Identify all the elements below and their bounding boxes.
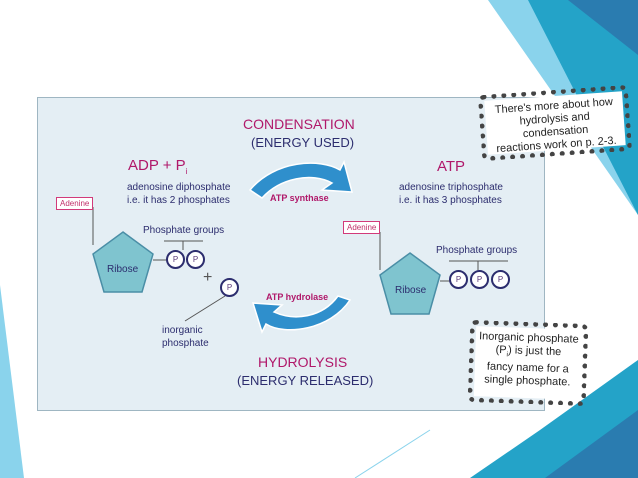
note-bottom-line1: Inorganic phosphate [478, 330, 579, 346]
hydrolysis-title: HYDROLYSIS [258, 354, 348, 370]
atp-phosphate-1: P [449, 270, 468, 289]
condensation-arrow [248, 159, 353, 199]
inorganic-phosphate-circle: P [220, 278, 239, 297]
note-bottom-line2b: ) is just the [507, 344, 562, 359]
adp-description-line1: adenosine diphosphate [127, 182, 231, 193]
inorganic-label-line2: phosphate [162, 338, 209, 349]
note-bottom-line3: fancy name for a [486, 360, 569, 376]
atp-description-line2: i.e. it has 3 phosphates [399, 195, 502, 206]
note-top: There's more about how hydrolysis and co… [484, 91, 626, 155]
adp-adenine-tag: Adenine [56, 197, 94, 210]
inorganic-label-line1: inorganic [162, 325, 203, 336]
note-bottom-line2a: (P [495, 343, 507, 357]
note-bottom: Inorganic phosphate (Pi) is just the fan… [473, 326, 583, 400]
atp-phosphate-3: P [491, 270, 510, 289]
note-bottom-line4: single phosphate. [484, 373, 571, 389]
adp-phosphate-1: P [166, 250, 185, 269]
adp-ribose-label: Ribose [107, 264, 139, 275]
atp-description-line1: adenosine triphosphate [399, 182, 503, 193]
note-top-line1: There's more about how [494, 95, 614, 117]
atp-ribose-pentagon [379, 252, 441, 315]
adp-label: ADP + Pi [128, 157, 187, 176]
condensation-subtitle: (ENERGY USED) [251, 135, 355, 150]
atp-synthase-label: ATP synthase [270, 193, 329, 203]
plus-sign: + [203, 269, 213, 286]
note-top-line2: hydrolysis and condensation [519, 110, 591, 141]
adp-description-line2: i.e. it has 2 phosphates [127, 195, 230, 206]
atp-ribose-label: Ribose [395, 285, 427, 296]
note-bottom-line2: (Pi) is just the [475, 343, 582, 364]
adp-phosphate-2: P [186, 250, 205, 269]
atp-adenine-tag: Adenine [343, 221, 381, 234]
adp-ribose-pentagon [92, 231, 154, 293]
condensation-title: CONDENSATION [243, 116, 355, 132]
hydrolysis-subtitle: (ENERGY RELEASED) [237, 373, 374, 388]
adp-label-sub: i [185, 167, 188, 176]
adp-label-main: ADP + P [128, 157, 186, 174]
atp-phosphate-groups-label: Phosphate groups [436, 245, 518, 256]
atp-phosphate-2: P [470, 270, 489, 289]
atp-hydrolase-label: ATP hydrolase [266, 292, 329, 302]
note-bottom-line2-sub: i [506, 351, 509, 359]
adp-phosphate-groups-label: Phosphate groups [143, 225, 225, 236]
atp-label: ATP [437, 158, 466, 175]
hydrolysis-arrow [251, 295, 352, 335]
